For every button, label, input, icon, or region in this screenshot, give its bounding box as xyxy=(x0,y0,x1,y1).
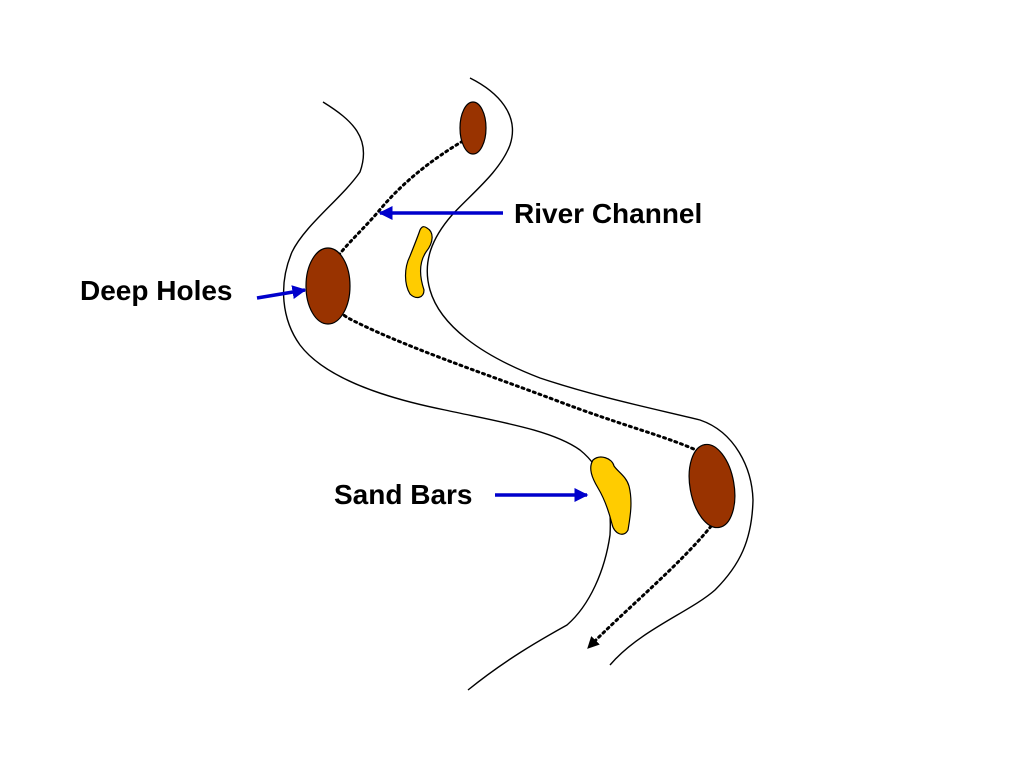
sand-bar-lower xyxy=(590,456,632,535)
river-channel-label: River Channel xyxy=(514,198,702,229)
right-river-bank xyxy=(426,77,754,666)
deep-hole-middle xyxy=(305,247,351,325)
flow-path-dotted xyxy=(324,136,720,650)
left-river-bank xyxy=(282,101,612,691)
sand-bars-label: Sand Bars xyxy=(334,479,473,510)
deep-holes-pointer-arrow xyxy=(256,285,307,300)
sand-bar-upper xyxy=(404,226,433,299)
deep-hole-upper xyxy=(459,101,487,155)
deep-holes-label: Deep Holes xyxy=(80,275,233,306)
deep-hole-lower xyxy=(688,443,736,529)
